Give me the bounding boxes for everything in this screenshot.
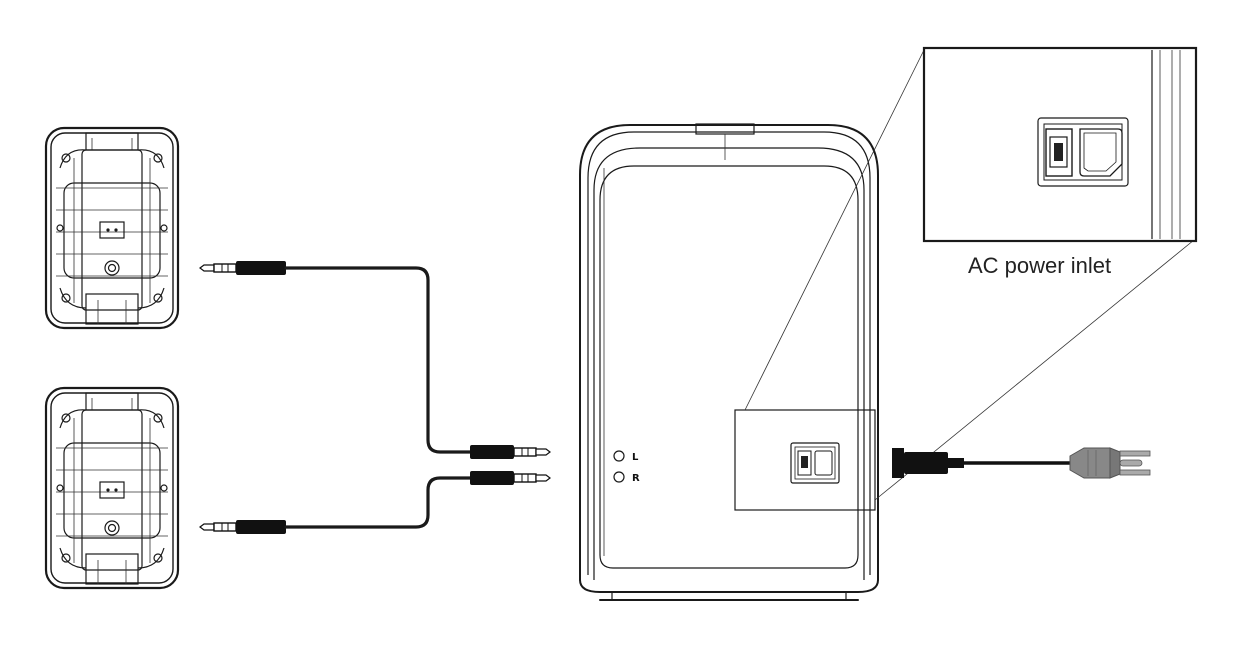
input-jack-left-label: L — [632, 452, 639, 463]
speaker-cable-bottom — [199, 470, 551, 535]
callout-label: AC power inlet — [968, 253, 1111, 278]
power-inlet-callout — [922, 46, 1198, 243]
satellite-speaker-right — [44, 386, 180, 590]
input-jack-right-label: R — [632, 473, 640, 484]
power-cord — [892, 447, 1151, 479]
speaker-cable-top — [199, 260, 551, 460]
satellite-speaker-left — [44, 126, 180, 330]
subwoofer-rear-panel — [579, 123, 879, 601]
input-jack-left: L — [613, 450, 639, 463]
input-jack-right: R — [613, 471, 640, 484]
power-inlet-highlight — [734, 409, 876, 511]
